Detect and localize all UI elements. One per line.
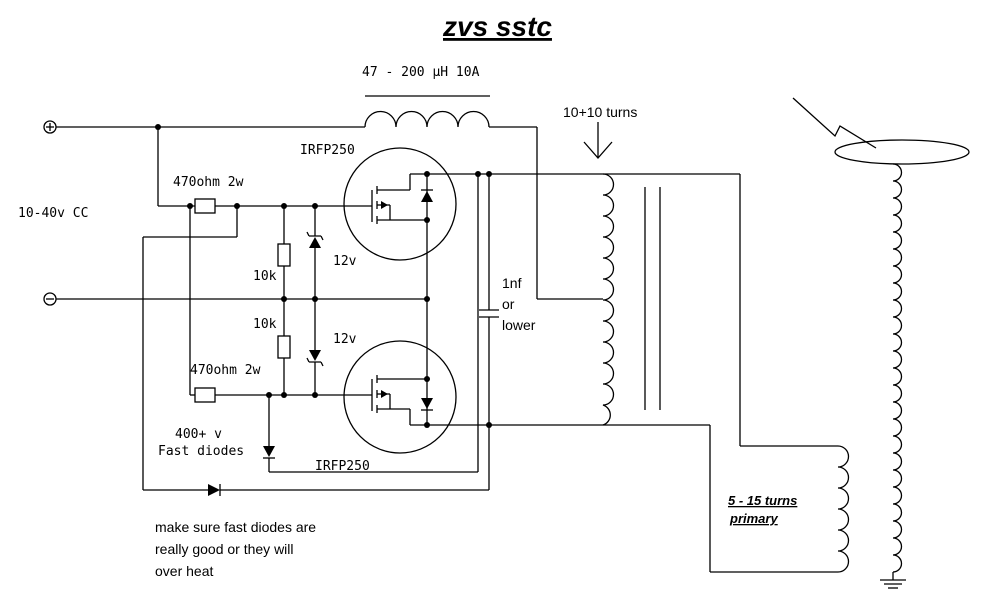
cap-label-3: lower	[502, 317, 536, 333]
pulldown-bottom-label: 10k	[253, 317, 277, 332]
pulldown-resistor-bottom	[277, 299, 291, 395]
resonant-capacitor	[479, 174, 499, 490]
note-line-1: make sure fast diodes are	[155, 519, 316, 535]
drain-top-node	[427, 173, 838, 447]
down-arrow-icon	[583, 122, 613, 159]
pulldown-top-label: 10k	[253, 269, 277, 284]
choke-label: 47 - 200 µH 10A	[362, 65, 480, 80]
zener-bottom-label: 12v	[333, 332, 357, 347]
tesla-secondary-coil	[834, 139, 970, 573]
work-coil-transformer	[602, 173, 661, 426]
zener-top	[306, 206, 324, 299]
mosfet-top	[343, 147, 457, 261]
drain-bottom-node	[427, 424, 838, 573]
cap-label-2: or	[502, 296, 515, 312]
zener-bottom	[306, 299, 324, 395]
transformer-label: 10+10 turns	[563, 104, 637, 120]
mosfet-bottom-label: IRFP250	[315, 459, 370, 474]
supply-voltage-label: 10-40v CC	[18, 206, 88, 221]
primary-label-2: primary	[729, 511, 778, 526]
lightning-spark-icon	[792, 97, 877, 149]
ground-icon	[880, 572, 906, 589]
resistor-bottom-label: 470ohm 2w	[190, 363, 261, 378]
primary-label-1: 5 - 15 turns	[728, 493, 797, 508]
fast-diode-top	[263, 174, 479, 473]
tesla-primary-coil	[837, 445, 850, 573]
note-line-3: over heat	[155, 563, 213, 579]
diode-label-1: 400+ v	[175, 427, 222, 442]
negative-terminal	[43, 292, 57, 306]
choke-inductor	[364, 95, 603, 300]
diagram-title: zvs sstc	[442, 11, 552, 42]
junction-dots	[155, 124, 492, 428]
cap-label-1: 1nf	[502, 275, 522, 291]
diode-label-2: Fast diodes	[158, 444, 244, 459]
fast-diode-bottom	[143, 484, 489, 496]
note-line-2: really good or they will	[155, 541, 294, 557]
positive-terminal	[43, 120, 57, 134]
pulldown-resistor-top	[277, 206, 291, 299]
mosfet-bottom	[343, 340, 457, 454]
positive-rail	[56, 126, 365, 207]
zener-top-label: 12v	[333, 254, 357, 269]
resistor-top-label: 470ohm 2w	[173, 175, 244, 190]
mosfet-top-label: IRFP250	[300, 143, 355, 158]
